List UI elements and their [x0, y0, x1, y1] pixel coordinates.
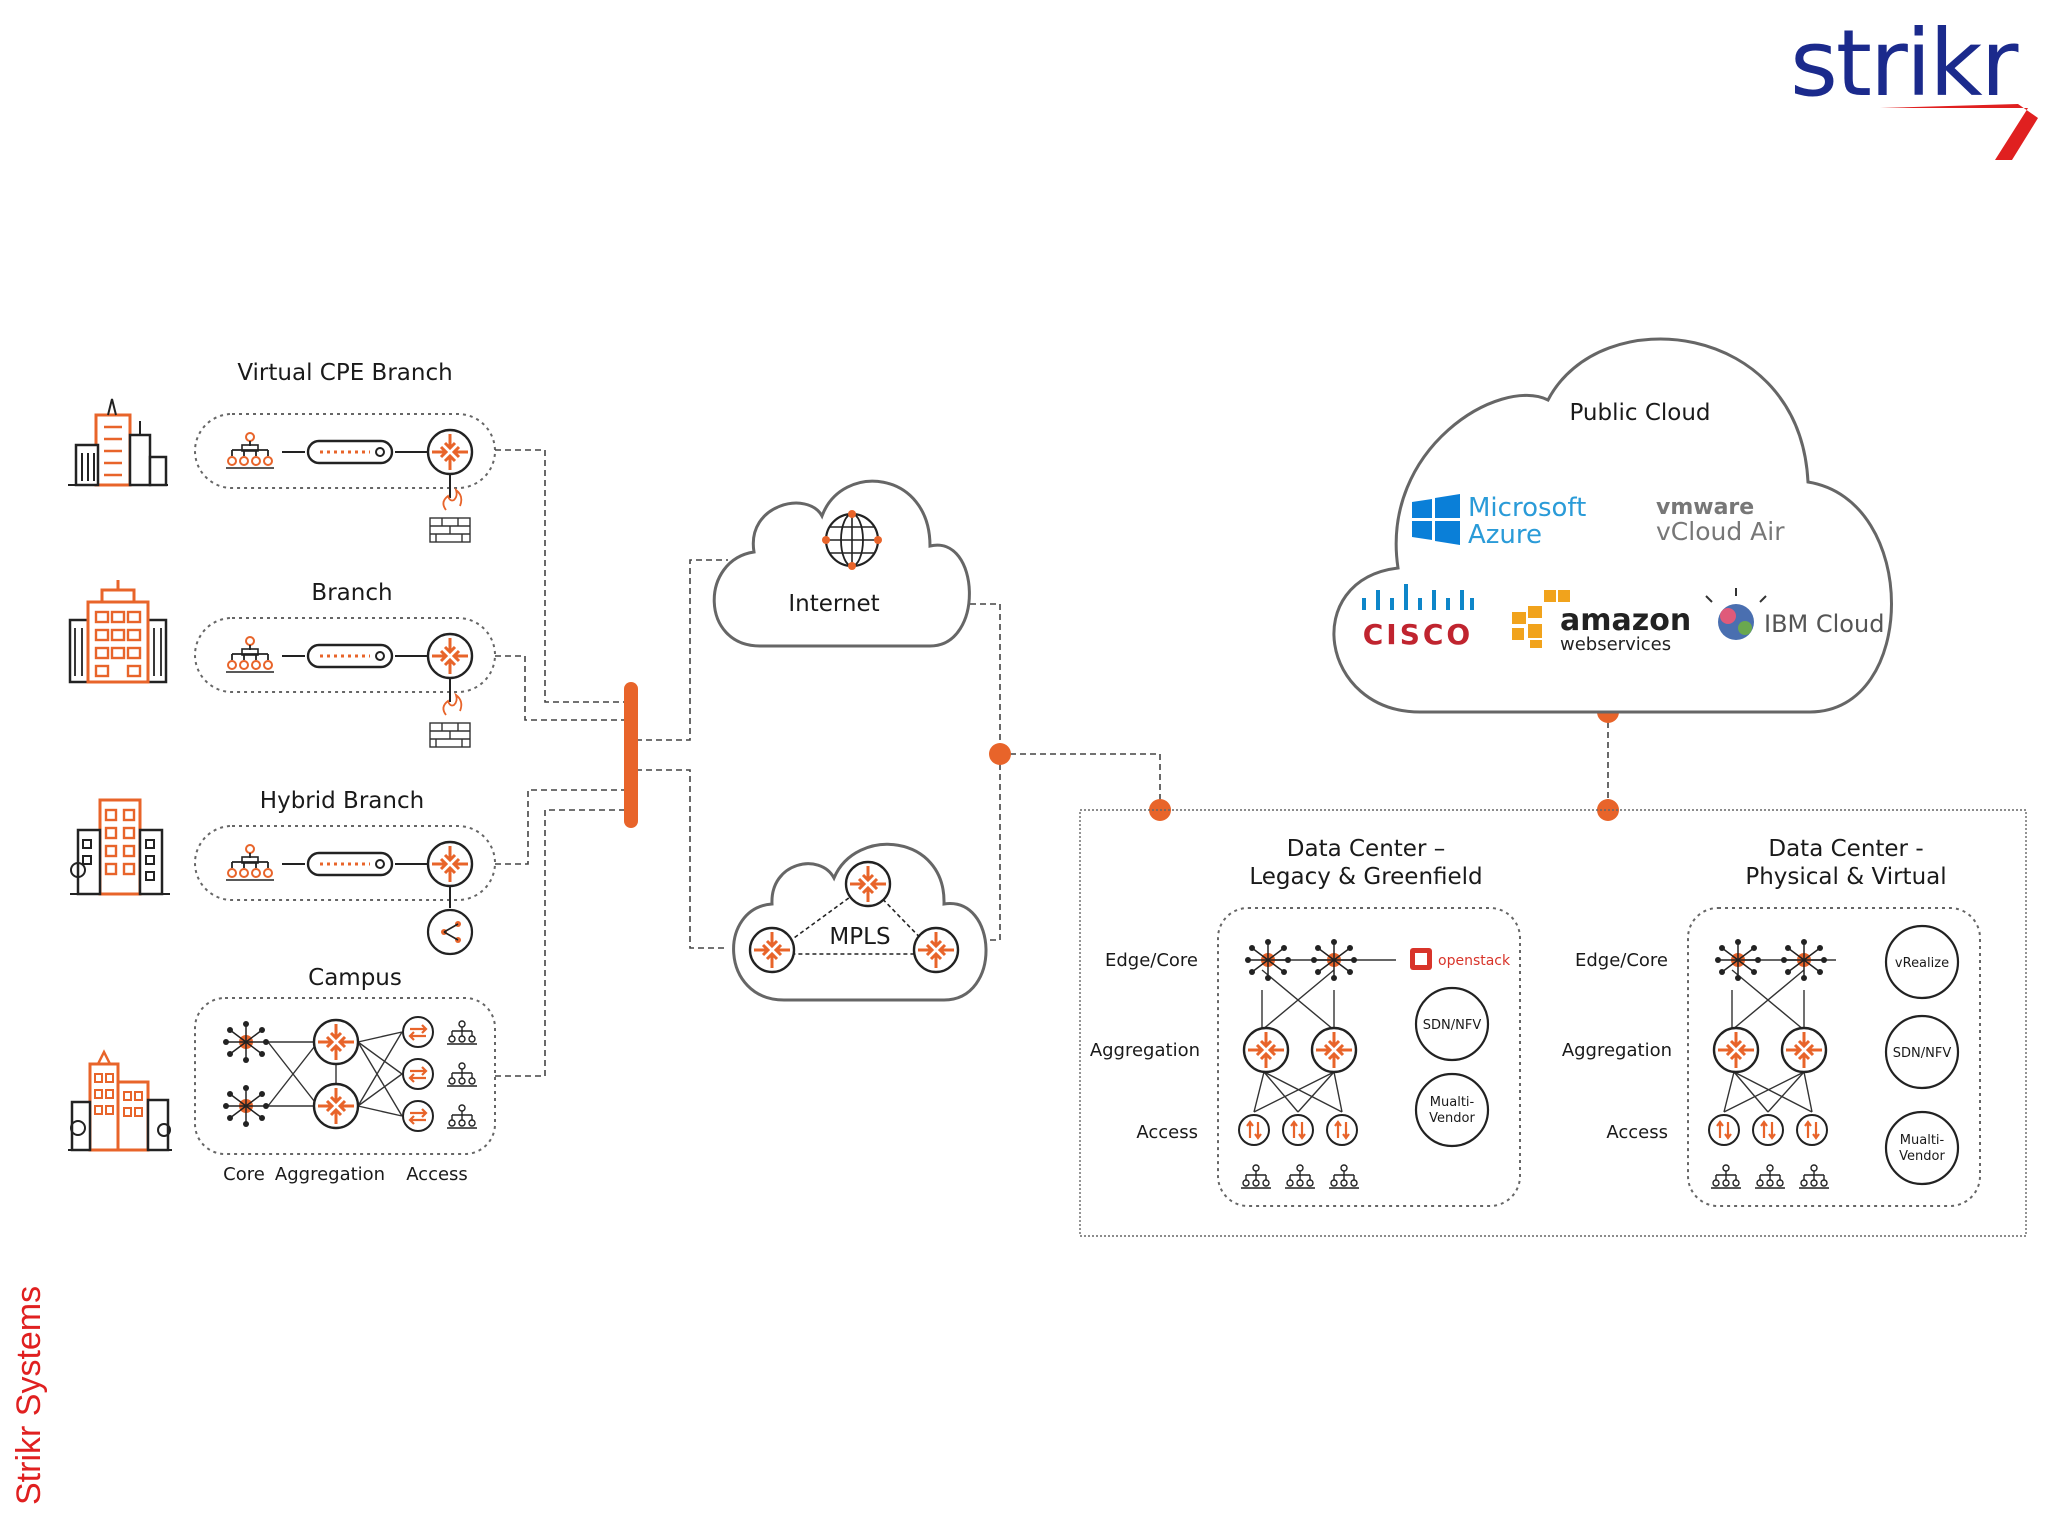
sdn-nfv-badge [1884, 1014, 1960, 1090]
access-switch-icon [1751, 1113, 1785, 1147]
access-switch-icon [401, 1099, 435, 1133]
aggregation-router-icon [1712, 1026, 1760, 1074]
access-switch-icon [1707, 1113, 1741, 1147]
share-node-icon [426, 908, 474, 956]
aggregation-router-icon [1780, 1026, 1828, 1074]
multi-vendor-badge [1414, 1072, 1490, 1148]
multi-vendor-line2: Vendor [1429, 1111, 1475, 1126]
junction-dot [989, 743, 1011, 765]
mpls-mesh [771, 882, 938, 955]
access-switch-icon [401, 1057, 435, 1091]
windows-icon [1412, 494, 1460, 545]
dc-legacy-title-line2: Legacy & Greenfield [1249, 864, 1482, 890]
edge-hub-icon [1780, 938, 1828, 982]
access-switch-icon [1325, 1113, 1359, 1147]
ibm-cloud-logo: IBM Cloud [1705, 588, 1884, 640]
campus-tier-access: Access [406, 1164, 468, 1185]
campus-tier-core: Core [223, 1164, 265, 1185]
mpls-router-icon [844, 860, 892, 908]
aws-logo: amazon webservices [1512, 590, 1691, 655]
vmware-line1: vmware [1656, 495, 1754, 520]
cpe-appliance-icon [306, 643, 394, 669]
dc-legacy-tier-edge: Edge/Core [1105, 950, 1198, 971]
access-switch-icon [1795, 1113, 1829, 1147]
wan-aggregation-bar [624, 682, 638, 828]
cpe-appliance-icon [306, 851, 394, 877]
label-branch: Branch [311, 580, 392, 606]
cisco-wordmark: CISCO [1363, 618, 1473, 651]
cisco-logo: CISCO [1362, 584, 1474, 651]
sdn-nfv-label: SDN/NFV [1423, 1018, 1482, 1033]
multi-vendor-line1: Mualti- [1430, 1095, 1475, 1110]
label-internet: Internet [788, 591, 879, 617]
building-icon-hybrid [70, 798, 170, 896]
globe-icon [822, 510, 882, 570]
aws-line1: amazon [1560, 603, 1691, 638]
datacenter-group [1079, 809, 2027, 1237]
core-hub-icon [222, 1020, 270, 1064]
multi-vendor-badge [1884, 1110, 1960, 1186]
vmware-line2: vCloud Air [1656, 517, 1785, 546]
label-campus: Campus [308, 965, 402, 991]
router-icon [426, 428, 474, 476]
firewall-icon [429, 694, 471, 748]
azure-logo: Microsoft Azure [1412, 493, 1586, 550]
openstack-label: openstack [1438, 953, 1511, 969]
dc-physical-title-line1: Data Center - [1768, 836, 1923, 862]
router-icon [426, 632, 474, 680]
sdn-nfv-label: SDN/NFV [1893, 1046, 1952, 1061]
edge-hub-icon [1714, 938, 1762, 982]
dc-physical-tier-aggregation: Aggregation [1562, 1040, 1672, 1061]
aws-boxes-icon [1512, 590, 1570, 648]
strikr-swoosh-icon [1880, 104, 2038, 160]
ibm-cloud-icon [1705, 588, 1767, 640]
ibm-wordmark: IBM Cloud [1764, 610, 1884, 638]
dc-physical-title-line2: Physical & Virtual [1745, 864, 1946, 890]
dc-physical-tier-access: Access [1606, 1122, 1668, 1143]
strikr-logo-text: strikr [1790, 10, 2018, 117]
label-mpls: MPLS [829, 924, 890, 950]
aggregation-router-icon [312, 1018, 360, 1066]
aggregation-router-icon [1242, 1026, 1290, 1074]
building-icon-vcpe [68, 398, 168, 487]
aws-line2: webservices [1560, 634, 1671, 655]
dc-legacy-title-line1: Data Center – [1287, 836, 1445, 862]
cpe-appliance-icon [306, 439, 394, 465]
access-switch-icon [401, 1015, 435, 1049]
dc-physical-tier-edge: Edge/Core [1575, 950, 1668, 971]
azure-line2: Azure [1468, 520, 1542, 550]
label-vcpe-branch: Virtual CPE Branch [237, 360, 452, 386]
vrealize-badge [1884, 924, 1960, 1000]
vmware-logo: vmware vCloud Air [1656, 495, 1785, 546]
label-hybrid-branch: Hybrid Branch [260, 788, 424, 814]
mpls-router-icon [748, 926, 796, 974]
core-hub-icon [222, 1084, 270, 1128]
dc-legacy-tier-aggregation: Aggregation [1090, 1040, 1200, 1061]
building-icon-campus [68, 1049, 172, 1152]
azure-line1: Microsoft [1468, 493, 1586, 523]
cisco-bars-icon [1362, 584, 1474, 610]
dc-legacy-tier-access: Access [1136, 1122, 1198, 1143]
mpls-router-icon [912, 926, 960, 974]
openstack-badge: openstack [1410, 948, 1511, 970]
dashed-connectors [495, 449, 1609, 1077]
edge-hub-icon [1244, 938, 1292, 982]
access-switch-icon [1237, 1113, 1271, 1147]
label-public-cloud: Public Cloud [1569, 400, 1710, 426]
sdn-nfv-badge [1414, 986, 1490, 1062]
campus-tier-aggregation: Aggregation [275, 1164, 385, 1185]
multi-vendor-line1: Mualti- [1900, 1133, 1945, 1148]
access-switch-icon [1281, 1113, 1315, 1147]
dc-physical-links [1723, 959, 1836, 1113]
edge-hub-icon [1310, 938, 1358, 982]
router-icon [426, 840, 474, 888]
aggregation-router-icon [1310, 1026, 1358, 1074]
multi-vendor-line2: Vendor [1899, 1149, 1945, 1164]
aggregation-router-icon [312, 1082, 360, 1130]
building-icon-branch [68, 580, 168, 684]
vrealize-label: vRealize [1895, 956, 1949, 971]
